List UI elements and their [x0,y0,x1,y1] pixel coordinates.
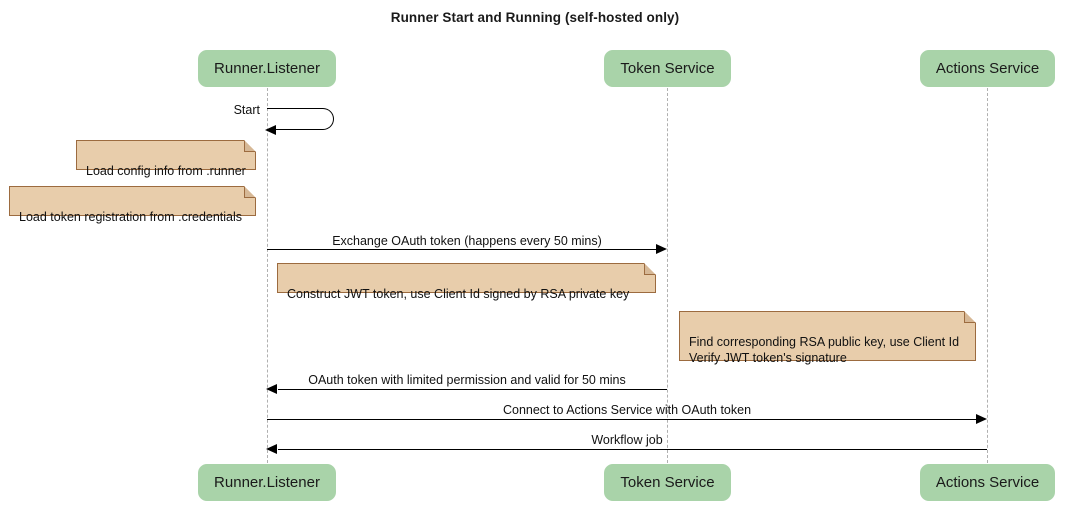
lifeline-actions-service [987,88,988,463]
arrow-head-start [265,124,276,135]
note-load-token-registration: Load token registration from .credential… [9,186,256,224]
participant-runner-listener-top[interactable]: Runner.Listener [198,50,336,87]
message-label-connect-to-actions-service: Connect to Actions Service with OAuth to… [502,403,752,417]
message-line-workflow-job [278,449,987,450]
note-load-token-registration-text: Load token registration from .credential… [19,210,243,224]
message-line-oauth-token-reply [278,389,667,390]
note-load-config-text: Load config info from .runner [86,164,246,178]
arrow-head-exchange-oauth-token [656,244,667,254]
participant-token-service-bottom[interactable]: Token Service [604,464,731,501]
message-label-start: Start [233,103,260,117]
message-line-connect-to-actions-service [267,419,976,420]
participant-actions-service-bottom[interactable]: Actions Service [920,464,1055,501]
note-construct-jwt-text: Construct JWT token, use Client Id signe… [287,287,630,301]
note-construct-jwt: Construct JWT token, use Client Id signe… [277,263,656,301]
arrow-head-workflow-job [266,444,277,454]
message-label-oauth-token-reply: OAuth token with limited permission and … [308,373,626,387]
lifeline-runner-listener [267,88,268,463]
participant-token-service-top[interactable]: Token Service [604,50,731,87]
message-label-exchange-oauth-token: Exchange OAuth token (happens every 50 m… [332,234,602,248]
message-label-workflow-job: Workflow job [591,433,663,447]
note-load-config: Load config info from .runner [76,140,256,178]
note-verify-jwt: Find corresponding RSA public key, use C… [679,311,976,365]
message-line-exchange-oauth-token [267,249,656,250]
arrow-head-connect-to-actions-service [976,414,987,424]
self-message-loop-start [267,108,334,130]
lifeline-token-service [667,88,668,463]
note-verify-jwt-text: Find corresponding RSA public key, use C… [689,335,960,365]
participant-actions-service-top[interactable]: Actions Service [920,50,1055,87]
diagram-title: Runner Start and Running (self-hosted on… [390,10,680,25]
participant-runner-listener-bottom[interactable]: Runner.Listener [198,464,336,501]
arrow-head-oauth-token-reply [266,384,277,394]
